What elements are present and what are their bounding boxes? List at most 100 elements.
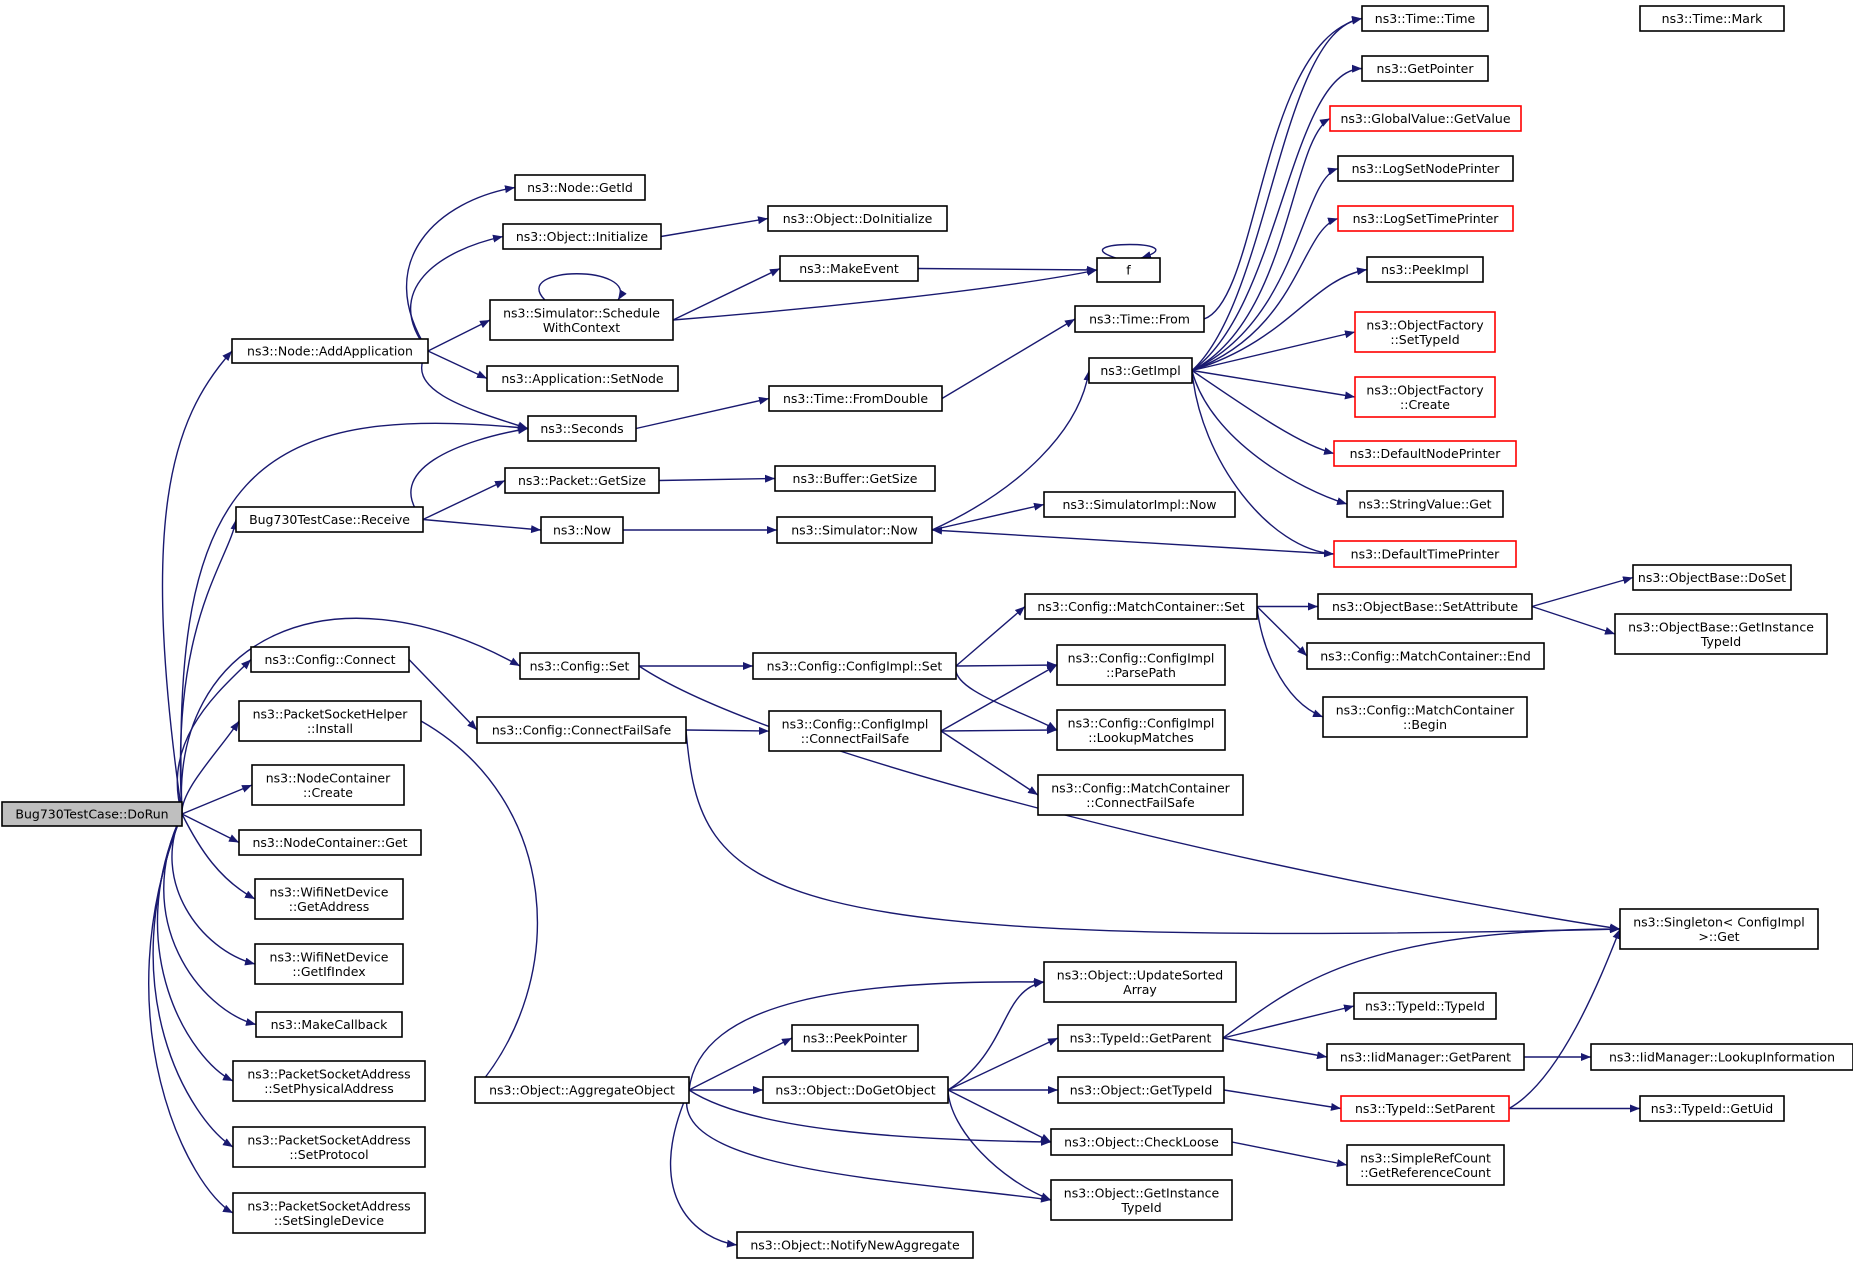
node-tidsetparent[interactable]: ns3::TypeId::SetParent (1340, 1095, 1510, 1122)
node-tidtypeid[interactable]: ns3::TypeId::TypeId (1353, 992, 1497, 1020)
edge-dogetobj-to-checkloose (947, 1089, 1052, 1143)
node-addapp[interactable]: ns3::Node::AddApplication (231, 338, 429, 364)
node-now[interactable]: ns3::Now (540, 516, 624, 544)
node-timemark[interactable]: ns3::Time::Mark (1639, 5, 1785, 32)
edge-root-to-ncget (181, 813, 240, 844)
node-label: ns3::SimulatorImpl::Now (1062, 497, 1216, 512)
node-timefrom[interactable]: ns3::Time::From (1074, 305, 1205, 333)
node-checkloose[interactable]: ns3::Object::CheckLoose (1050, 1128, 1233, 1156)
edge-getimpl-to-gvgetvalue (1191, 117, 1331, 372)
node-tidgetparent[interactable]: ns3::TypeId::GetParent (1057, 1024, 1224, 1052)
node-ofcreate[interactable]: ns3::ObjectFactory::Create (1354, 376, 1496, 418)
edge-pktgetsize-to-bufgetsize (658, 474, 776, 483)
node-tidgetuid[interactable]: ns3::TypeId::GetUid (1639, 1095, 1785, 1122)
edge-cfgimplcfs-to-lookupmatches (940, 726, 1058, 735)
edge-cfgconnfs-to-cfgimplcfs (685, 726, 770, 735)
node-box (762, 1076, 949, 1104)
node-iidgetparent[interactable]: ns3::IidManager::GetParent (1326, 1043, 1525, 1071)
node-simnow[interactable]: ns3::Simulator::Now (776, 516, 933, 544)
node-label: f (1126, 263, 1131, 278)
node-objdoinit[interactable]: ns3::Object::DoInitialize (767, 205, 948, 232)
node-box (1354, 376, 1496, 418)
node-psaphys[interactable]: ns3::PacketSocketAddress::SetPhysicalAdd… (232, 1060, 426, 1102)
node-singleton[interactable]: ns3::Singleton< ConfigImpl>::Get (1619, 908, 1819, 950)
node-cfgconnect[interactable]: ns3::Config::Connect (250, 646, 410, 673)
node-lognodeprinter[interactable]: ns3::LogSetNodePrinter (1337, 155, 1514, 182)
node-timefromdouble[interactable]: ns3::Time::FromDouble (768, 385, 943, 412)
node-label: ns3::Object::UpdateSorted (1057, 967, 1223, 982)
node-box (1317, 593, 1533, 620)
node-receive[interactable]: Bug730TestCase::Receive (235, 506, 424, 533)
node-bufgetsize[interactable]: ns3::Buffer::GetSize (774, 465, 936, 492)
node-objinit[interactable]: ns3::Object::Initialize (502, 223, 662, 250)
node-logtimeprinter[interactable]: ns3::LogSetTimePrinter (1337, 205, 1514, 232)
node-psasingle[interactable]: ns3::PacketSocketAddress::SetSingleDevic… (232, 1192, 426, 1234)
node-appsetnode[interactable]: ns3::Application::SetNode (486, 365, 679, 392)
node-obdoset[interactable]: ns3::ObjectBase::DoSet (1632, 564, 1792, 591)
node-psaproto[interactable]: ns3::PacketSocketAddress::SetProtocol (232, 1126, 426, 1168)
edge-cfgimplset-to-lookupmatches (955, 665, 1058, 731)
node-label: ns3::WifiNetDevice (270, 949, 389, 964)
node-wifiif[interactable]: ns3::WifiNetDevice::GetIfIndex (254, 943, 404, 985)
node-srcgetref[interactable]: ns3::SimpleRefCount::GetReferenceCount (1346, 1144, 1505, 1186)
node-label: ns3::Time::From (1089, 312, 1190, 327)
node-simimplnow[interactable]: ns3::SimulatorImpl::Now (1043, 491, 1236, 518)
node-f[interactable]: f (1096, 257, 1161, 283)
node-box (1337, 205, 1514, 232)
node-objgettypeid[interactable]: ns3::Object::GetTypeId (1057, 1076, 1225, 1104)
node-gvgetvalue[interactable]: ns3::GlobalValue::GetValue (1329, 105, 1522, 132)
node-nodegetid[interactable]: ns3::Node::GetId (514, 174, 646, 201)
node-cfgimplset[interactable]: ns3::Config::ConfigImpl::Set (752, 652, 957, 680)
node-label: ns3::ObjectFactory (1366, 382, 1484, 397)
node-cfgconnfs[interactable]: ns3::Config::ConnectFailSafe (476, 716, 687, 744)
node-ofsettypeid[interactable]: ns3::ObjectFactory::SetTypeId (1354, 311, 1496, 353)
node-box (474, 1076, 690, 1104)
node-nccreate[interactable]: ns3::NodeContainer::Create (251, 764, 405, 806)
node-label: ns3::PacketSocketAddress (247, 1198, 410, 1213)
node-seconds[interactable]: ns3::Seconds (527, 415, 637, 442)
node-mccfs[interactable]: ns3::Config::MatchContainer::ConnectFail… (1037, 774, 1244, 816)
node-peekptr[interactable]: ns3::PeekPointer (791, 1024, 919, 1052)
node-root[interactable]: Bug730TestCase::DoRun (1, 801, 183, 827)
node-defnodeprinter[interactable]: ns3::DefaultNodePrinter (1333, 440, 1517, 467)
node-box (1361, 5, 1489, 32)
node-wifiaddr[interactable]: ns3::WifiNetDevice::GetAddress (254, 878, 404, 920)
node-label: TypeId (1700, 634, 1741, 649)
node-notifyagg[interactable]: ns3::Object::NotifyNewAggregate (736, 1231, 974, 1259)
node-box (486, 365, 679, 392)
node-lookupmatches[interactable]: ns3::Config::ConfigImpl::LookupMatches (1056, 709, 1226, 751)
node-aggobj[interactable]: ns3::Object::AggregateObject (474, 1076, 690, 1104)
node-strvalget[interactable]: ns3::StringValue::Get (1346, 490, 1504, 518)
node-parsepath[interactable]: ns3::Config::ConfigImpl::ParsePath (1056, 644, 1226, 686)
node-label: ns3::Singleton< ConfigImpl (1633, 914, 1805, 929)
node-pktgetsize[interactable]: ns3::Packet::GetSize (504, 467, 660, 494)
edge-root-to-receive (179, 519, 239, 815)
node-timetime[interactable]: ns3::Time::Time (1361, 5, 1489, 32)
edge-root-to-wifiif (171, 813, 256, 966)
node-dogetobj[interactable]: ns3::Object::DoGetObject (762, 1076, 949, 1104)
node-makeevent[interactable]: ns3::MakeEvent (779, 255, 919, 282)
node-label: ns3::Node::GetId (527, 180, 633, 195)
node-getpointer[interactable]: ns3::GetPointer (1361, 55, 1489, 82)
node-psh[interactable]: ns3::PacketSocketHelper::Install (238, 700, 422, 742)
node-cfgset[interactable]: ns3::Config::Set (519, 652, 640, 680)
node-cfgimplcfs[interactable]: ns3::Config::ConfigImpl::ConnectFailSafe (768, 710, 942, 752)
node-ncget[interactable]: ns3::NodeContainer::Get (238, 829, 422, 856)
node-mcend[interactable]: ns3::Config::MatchContainer::End (1306, 642, 1545, 670)
node-obsetattr[interactable]: ns3::ObjectBase::SetAttribute (1317, 593, 1533, 620)
node-deftimeprinter[interactable]: ns3::DefaultTimePrinter (1333, 540, 1517, 568)
node-makecb[interactable]: ns3::MakeCallback (255, 1011, 403, 1038)
node-label: ns3::Config::ConfigImpl (782, 716, 929, 731)
node-box (1361, 55, 1489, 82)
edge-mcset-to-mcbegin (1256, 606, 1324, 718)
node-mcbegin[interactable]: ns3::Config::MatchContainer::Begin (1322, 696, 1528, 738)
node-getimpl[interactable]: ns3::GetImpl (1088, 357, 1193, 384)
node-peekimpl[interactable]: ns3::PeekImpl (1366, 256, 1484, 283)
node-mcset[interactable]: ns3::Config::MatchContainer::Set (1024, 593, 1258, 620)
node-iidlookup[interactable]: ns3::IidManager::LookupInformation (1590, 1043, 1853, 1071)
